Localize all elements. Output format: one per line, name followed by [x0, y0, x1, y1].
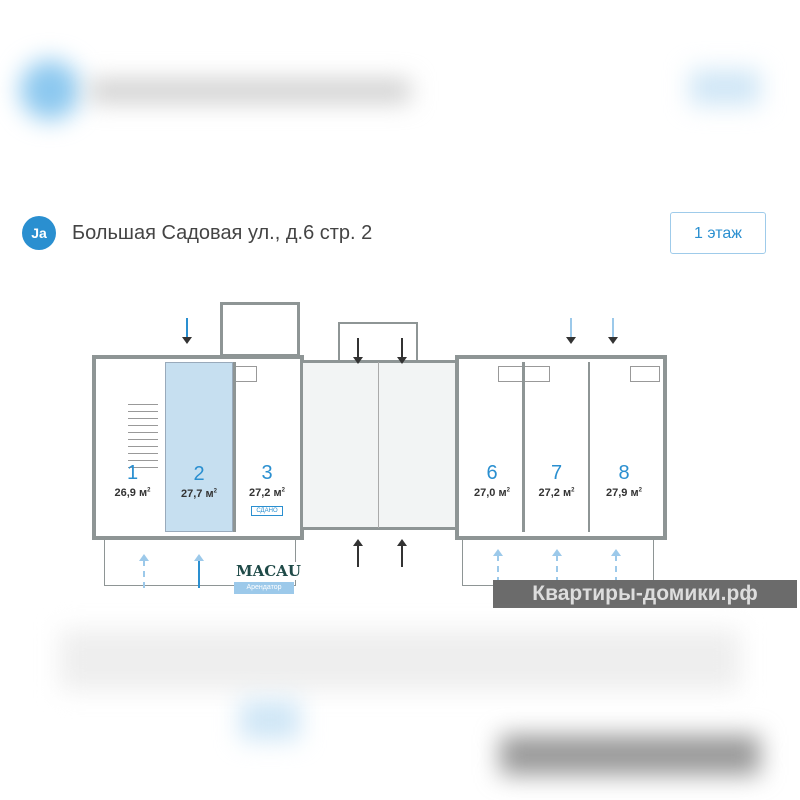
tenant-label: Арендатор — [234, 582, 294, 594]
room-1[interactable]: 1 26,9 м2 — [114, 462, 151, 499]
blurred-footer — [60, 630, 740, 690]
logo-icon: Ja — [22, 216, 56, 250]
watermark: Квартиры-домики.рф — [493, 580, 797, 608]
tenant-logo: MACAU — [236, 562, 301, 580]
blurred-footer-dark — [500, 735, 760, 775]
page-title: Большая Садовая ул., д.6 стр. 2 — [72, 222, 373, 244]
room-2-selected[interactable]: 2 27,7 м2 — [165, 362, 233, 532]
room-7[interactable]: 7 27,2 м2 — [522, 362, 588, 532]
entrance-arrow-icon — [611, 549, 621, 583]
status-badge: СДАНО — [251, 506, 283, 516]
blurred-header-right — [690, 70, 760, 105]
room-3[interactable]: 3 27,2 м2 СДАНО — [233, 362, 298, 532]
blurred-footer-button — [240, 700, 300, 740]
room-8[interactable]: 8 27,9 м2 — [588, 362, 658, 532]
entrance-arrow-icon — [552, 549, 562, 583]
floor-button[interactable]: 1 этаж — [670, 212, 766, 254]
room-6[interactable]: 6 27,0 м2 — [474, 462, 510, 499]
entrance-arrow-icon — [493, 549, 503, 583]
entrance-arrow-icon — [139, 554, 149, 588]
blurred-header — [20, 60, 80, 120]
blurred-header-text — [90, 80, 410, 102]
entrance-arrow-icon — [194, 554, 204, 588]
